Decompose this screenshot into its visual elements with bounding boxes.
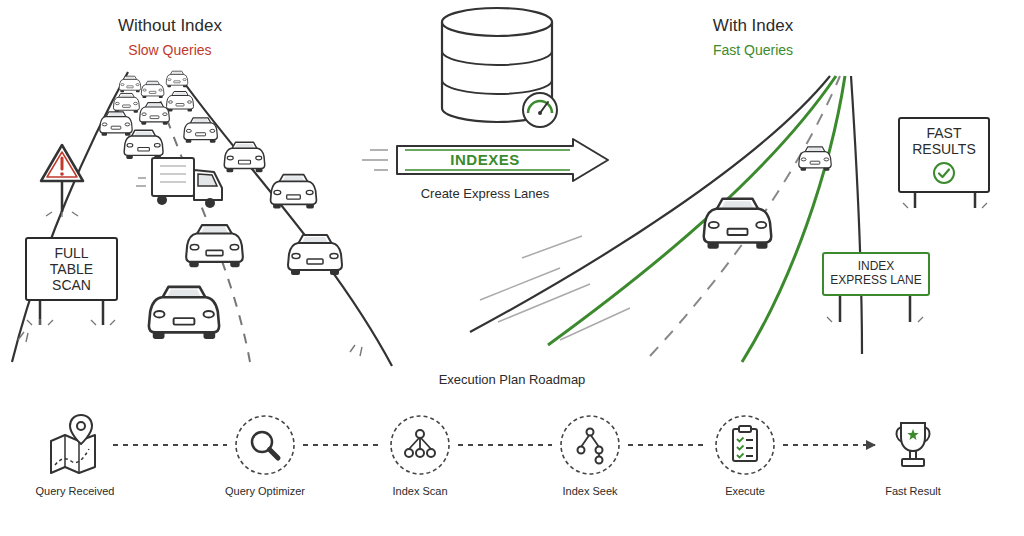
step-icon (43, 413, 107, 477)
dashed-connector (458, 444, 552, 446)
clip-icon (713, 413, 777, 477)
sign-text: FULL TABLE SCAN (34, 245, 109, 293)
step-label-row: Query Received (33, 477, 118, 499)
panel-subheading: Fast Queries (713, 42, 793, 58)
trophy-icon (881, 413, 945, 477)
road-sign: INDEX EXPRESS LANE (822, 252, 930, 296)
step-label-row: Execute (713, 477, 777, 499)
roadmap-step: Query Received (33, 413, 118, 499)
step-label: Execute (725, 485, 765, 497)
roadmap-step: Fast Result (881, 413, 945, 499)
sign-text: INDEX EXPRESS LANE (829, 260, 923, 288)
step-label-row: Fast Result (881, 477, 945, 499)
dashed-connector (628, 444, 707, 446)
roadmap-step: Index Scan (388, 413, 452, 499)
step-icon (881, 413, 945, 477)
road-sign: FULL TABLE SCAN (25, 237, 118, 301)
step-label: Query Optimizer (225, 485, 305, 497)
step-label-row: Query Optimizer (222, 477, 309, 499)
mag-icon (233, 413, 297, 477)
arrow-label: INDEXES (395, 138, 575, 182)
traffic-cars (100, 71, 342, 339)
truck (136, 158, 222, 208)
step-label: Fast Result (885, 485, 941, 497)
panel-subheading: Slow Queries (128, 42, 211, 58)
check-icon (932, 161, 956, 185)
arrow-caption: Create Express Lanes (395, 186, 575, 201)
step-label-row: Index Scan (388, 477, 452, 499)
step-icon (388, 413, 452, 477)
tree1-icon (388, 413, 452, 477)
step-icon (713, 413, 777, 477)
fast-road (470, 76, 862, 362)
tree2-icon (558, 413, 622, 477)
roadmap-step: Execute (713, 413, 777, 499)
step-label: Index Seek (562, 485, 617, 497)
step-icon (558, 413, 622, 477)
panel-heading: With Index (713, 16, 793, 36)
road-sign: FAST RESULTS (898, 117, 990, 193)
step-label: Query Received (36, 485, 115, 497)
dashed-connector (783, 444, 875, 446)
slow-road (12, 72, 392, 366)
database-icon (442, 8, 557, 127)
warning-sign (41, 145, 83, 217)
roadmap-step: Index Seek (558, 413, 622, 499)
dashed-connector (303, 444, 382, 446)
panel-heading: Without Index (118, 16, 222, 36)
index-arrow: INDEXES Create Express Lanes (395, 138, 610, 201)
map-icon (43, 413, 107, 477)
step-label-row: Index Seek (558, 477, 622, 499)
dashed-connector (113, 444, 227, 446)
sign-text: FAST RESULTS (907, 125, 981, 157)
speed-lines (362, 150, 388, 170)
roadmap-step: Query Optimizer (222, 413, 309, 499)
step-icon (233, 413, 297, 477)
section-heading: Execution Plan Roadmap (439, 372, 586, 387)
step-label: Index Scan (392, 485, 447, 497)
